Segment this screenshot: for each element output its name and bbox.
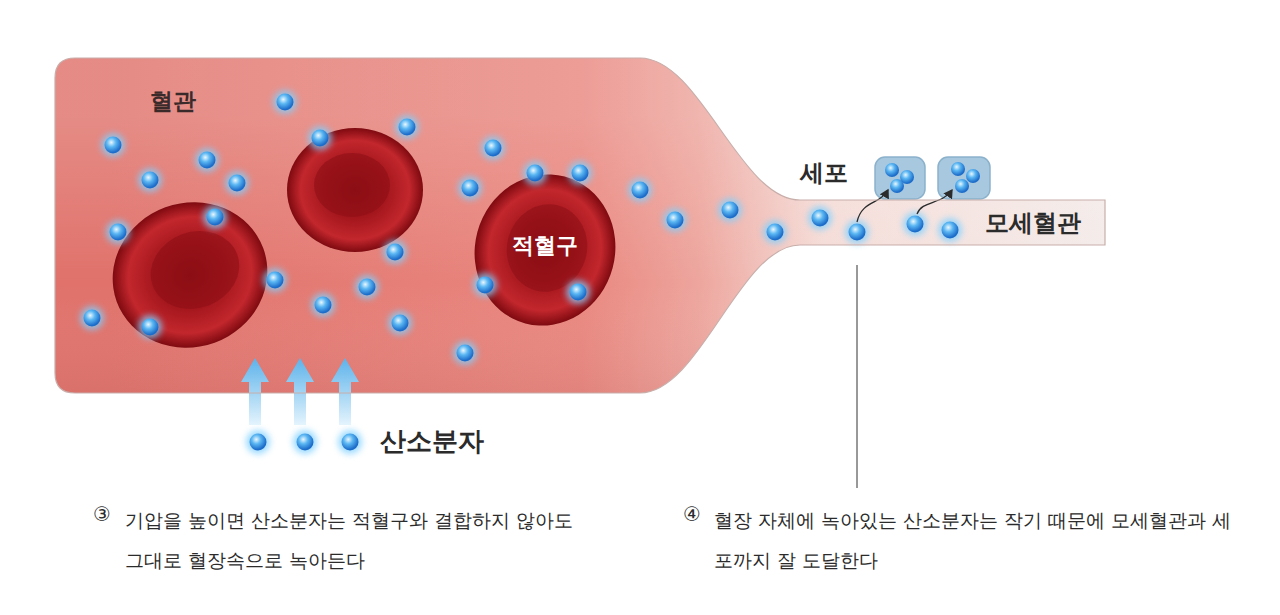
oxygen-molecule xyxy=(138,168,162,192)
oxygen-molecule xyxy=(663,208,687,232)
uptake-arrows xyxy=(857,190,952,222)
oxygen-molecule xyxy=(101,133,125,157)
oxygen-molecule xyxy=(903,212,927,236)
callout-number: ③ xyxy=(93,502,111,526)
oxygen-molecule xyxy=(808,206,832,230)
part-name: 모세혈관 xyxy=(985,207,1081,239)
part-name: 세포 xyxy=(800,157,848,189)
oxygen-molecule xyxy=(203,205,227,229)
vessel-outline xyxy=(55,58,1105,393)
oxygen-molecule xyxy=(263,268,287,292)
callout-number: ④ xyxy=(683,502,701,526)
oxygen-molecule xyxy=(763,220,787,244)
oxygen-molecule xyxy=(938,218,962,242)
oxygen-molecules xyxy=(80,90,962,454)
inflow-arrows xyxy=(241,358,359,425)
red-blood-cell xyxy=(92,181,288,370)
leader-line xyxy=(857,265,858,488)
oxygen-molecule xyxy=(293,430,317,454)
red-blood-cell-body xyxy=(458,158,633,341)
red-blood-cell: 적혈구 xyxy=(470,170,620,330)
oxygen-molecule xyxy=(106,220,130,244)
oxygen-molecule xyxy=(308,126,332,150)
oxygen-molecule xyxy=(383,240,407,264)
node-label: 혈관 xyxy=(150,86,196,117)
note: 기압을 높이면 산소분자는 적혈구와 결합하지 않아도 그대로 혈장속으로 녹아… xyxy=(125,500,595,580)
oxygen-molecule xyxy=(523,161,547,185)
red-blood-cell-dimple xyxy=(497,195,597,301)
oxygen-molecule xyxy=(195,148,219,172)
oxygen-molecule xyxy=(311,293,335,317)
oxygen-molecule xyxy=(80,306,104,330)
oxygen-molecule xyxy=(273,90,297,114)
red-blood-cell xyxy=(287,128,423,252)
oxygen-molecule xyxy=(628,178,652,202)
part-name: 산소분자 xyxy=(380,424,484,459)
oxygen-molecule xyxy=(458,176,482,200)
blood-vessel: 혈관적혈구 xyxy=(55,58,1105,393)
oxygen-molecule xyxy=(355,275,379,299)
oxygen-molecule xyxy=(225,171,249,195)
note: 혈장 자체에 녹아있는 산소분자는 작기 때문에 모세혈관과 세포까지 잘 도달… xyxy=(714,500,1234,580)
oxygen-molecule xyxy=(453,341,477,365)
oxygen-molecule xyxy=(566,280,590,304)
oxygen-molecule xyxy=(845,220,869,244)
oxygen-molecule xyxy=(473,273,497,297)
oxygen-molecule xyxy=(568,161,592,185)
cell-cubes xyxy=(875,157,990,199)
oxygen-molecule xyxy=(138,315,162,339)
oxygen-molecule xyxy=(395,115,419,139)
oxygen-molecule xyxy=(338,430,362,454)
oxygen-molecule xyxy=(481,136,505,160)
node-label: 적혈구 xyxy=(512,231,578,261)
oxygen-molecule xyxy=(246,430,270,454)
oxygen-molecule xyxy=(718,198,742,222)
oxygen-molecule xyxy=(388,311,412,335)
vessel-fill xyxy=(55,58,1105,393)
